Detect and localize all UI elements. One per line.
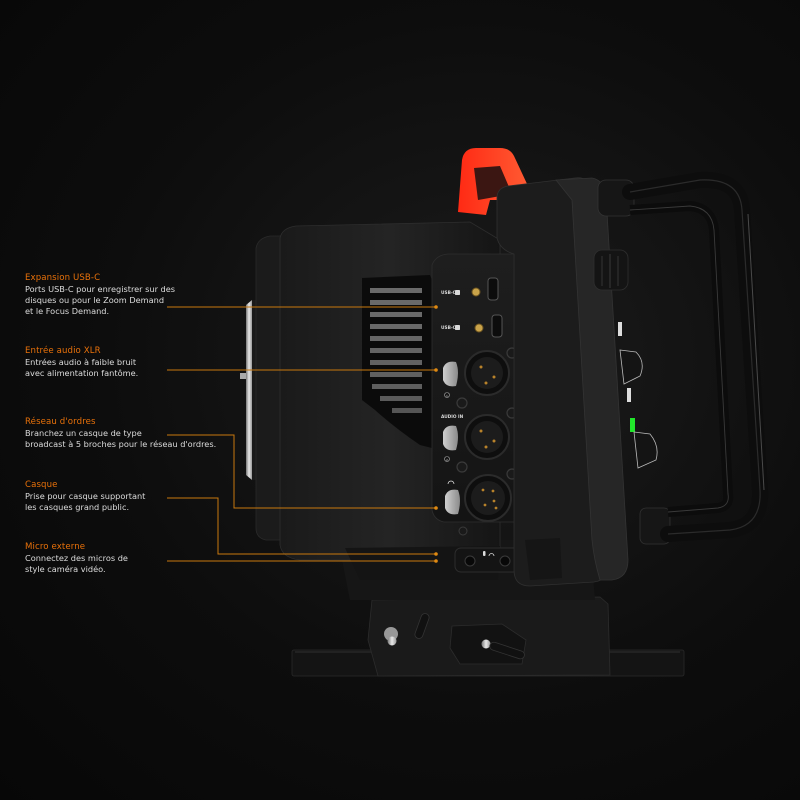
leader-line-talkback [167, 434, 436, 509]
gain-knob-1[interactable] [619, 349, 643, 385]
usb-c-label-2: USB-C [441, 325, 456, 331]
callout-description: Connectez des micros de style caméra vid… [25, 553, 128, 575]
iris-dial[interactable] [593, 249, 629, 291]
status-led-green [630, 418, 635, 432]
xlr-input-2[interactable] [443, 414, 510, 460]
callout-headphones: Casque Prise pour casque supportant les … [25, 480, 265, 513]
callout-title: Entrée audio XLR [25, 346, 101, 356]
headphone-jack[interactable] [499, 555, 511, 567]
talkback-5pin-xlr[interactable] [445, 474, 512, 522]
headphone-small-icon [488, 553, 495, 557]
callout-title: Micro externe [25, 542, 86, 552]
callout-title: Réseau d'ordres [25, 417, 96, 427]
microphone-jack[interactable] [464, 555, 476, 567]
mini-jack-panel [454, 547, 522, 573]
callout-usb-c-expansion: Expansion USB-C Ports USB-C pour enregis… [25, 273, 265, 318]
usb-c-port-1[interactable] [487, 277, 499, 301]
callout-external-mic: Micro externe Connectez des micros de st… [25, 542, 265, 575]
xlr-channel-2-label: 2 [446, 458, 448, 462]
side-button-1[interactable] [618, 322, 622, 336]
usb-c-label-1: USB-C [441, 290, 456, 296]
callout-description: Branchez un casque de type broadcast à 5… [25, 428, 217, 450]
leader-lines [167, 305, 438, 563]
rear-monitor-housing [496, 177, 629, 587]
xlr-channel-1-label: 1 [446, 394, 448, 398]
callout-description: Ports USB-C pour enregistrer sur des dis… [25, 284, 176, 317]
connector-panel: USB-C USB-C 1 AUDIO IN [431, 253, 533, 536]
callout-title: Casque [25, 480, 58, 490]
audio-in-label: AUDIO IN [441, 414, 464, 420]
callout-description: Entrées audio à faible bruit avec alimen… [25, 357, 139, 379]
rear-loop-handle[interactable] [622, 171, 769, 542]
callout-title: Expansion USB-C [25, 273, 101, 283]
lens-mount [240, 300, 258, 480]
tripod-base-plate [291, 596, 685, 677]
gain-knob-2[interactable] [633, 431, 658, 469]
callout-description: Prise pour casque supportant les casques… [25, 491, 146, 513]
callout-talkback: Réseau d'ordres Branchez un casque de ty… [25, 417, 265, 450]
usb-c-port-2[interactable] [491, 314, 503, 338]
cooling-vents [370, 288, 422, 413]
xlr-input-1[interactable] [443, 350, 510, 396]
headphone-icon [447, 480, 455, 485]
callout-xlr-audio-input: Entrée audio XLR Entrées audio à faible … [25, 346, 265, 379]
rear-controls [593, 179, 671, 545]
side-button-2[interactable] [627, 388, 631, 402]
leader-line-headphones [167, 497, 436, 555]
mic-icon [483, 551, 486, 556]
